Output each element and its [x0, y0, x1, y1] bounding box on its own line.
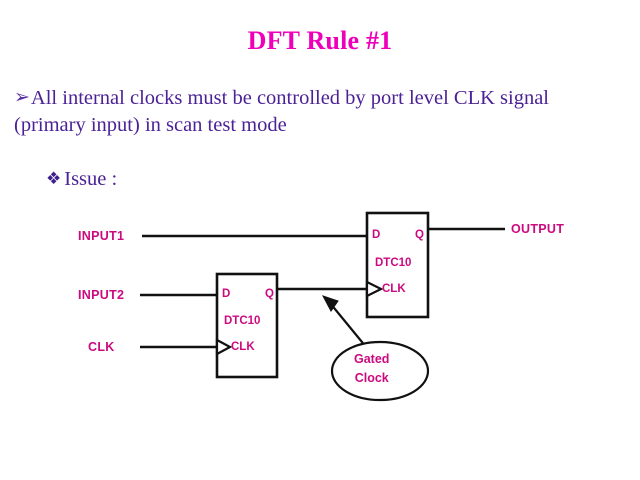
flipflop-upper-d-pin: D	[372, 229, 381, 241]
flipflop-upper-q-pin: Q	[415, 229, 424, 241]
gated-clock-annotation: Gated Clock	[354, 350, 389, 388]
gated-clock-ellipse	[330, 340, 430, 402]
flipflop-upper-clock-triangle	[365, 280, 384, 298]
flipflop-lower-q-pin: Q	[265, 288, 274, 300]
label-output: OUTPUT	[511, 222, 565, 236]
rule-bullet-paragraph: ➢All internal clocks must be controlled …	[14, 84, 614, 139]
flipflop-lower-name: DTC10	[224, 315, 261, 327]
gated-clock-line2: Clock	[354, 371, 389, 385]
flipflop-lower-clock-triangle	[215, 338, 233, 356]
label-input2: INPUT2	[78, 288, 125, 302]
label-input1: INPUT1	[78, 229, 125, 243]
issue-heading: ❖Issue :	[46, 168, 117, 191]
page-title: DFT Rule #1	[247, 26, 393, 55]
flipflop-upper-body	[365, 211, 430, 319]
flipflop-upper-clk-pin: CLK	[382, 283, 406, 295]
arrow-bullet-icon: ➢	[14, 87, 30, 108]
flipflop-lower-body	[215, 272, 279, 379]
diamond-bullet-icon: ❖	[46, 169, 62, 188]
annotation-arrow-head	[321, 295, 339, 312]
gated-clock-line1: Gated	[354, 352, 390, 366]
flipflop-lower-d-pin: D	[222, 288, 231, 300]
flipflop-lower-clk-pin: CLK	[231, 341, 255, 353]
flipflop-upper-name: DTC10	[375, 257, 412, 269]
issue-label: Issue :	[64, 168, 118, 190]
label-clk: CLK	[88, 340, 115, 354]
rule-bullet-text: All internal clocks must be controlled b…	[14, 87, 550, 136]
